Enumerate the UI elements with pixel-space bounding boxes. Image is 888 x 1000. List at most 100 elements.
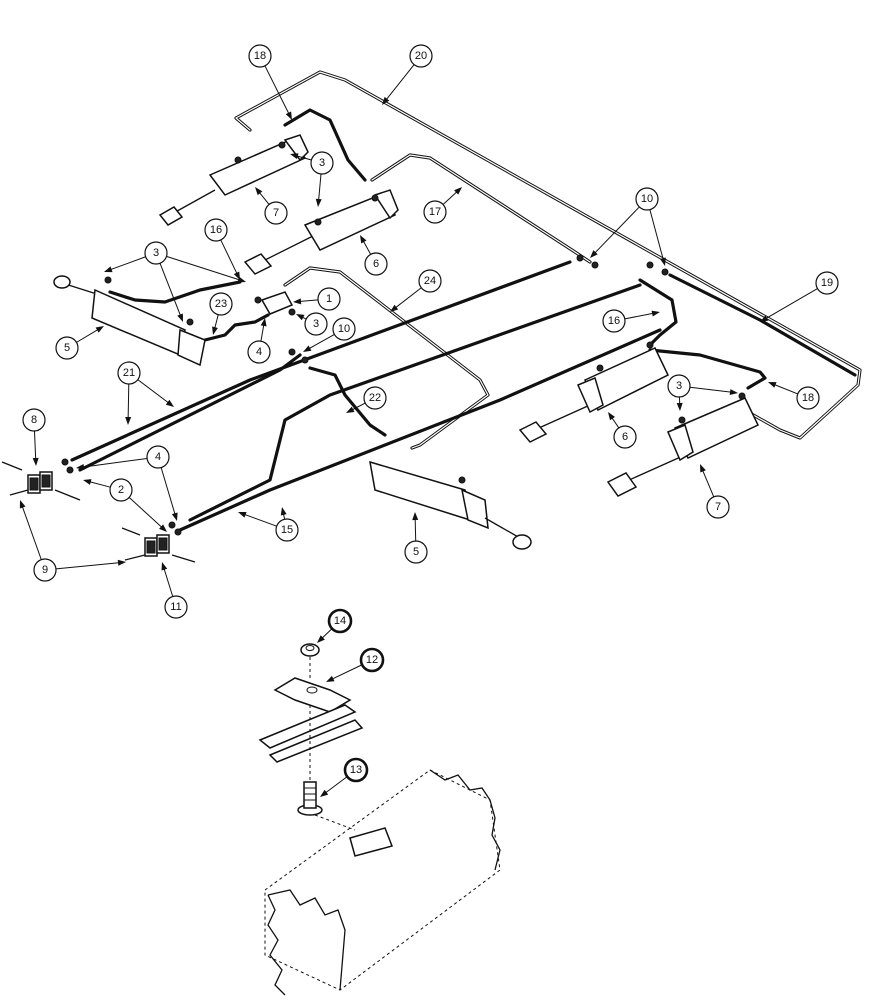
leader-arrowhead: [161, 562, 168, 571]
callout-circle: [343, 757, 369, 783]
hose-19: [668, 273, 857, 377]
callout-circle: [364, 252, 388, 276]
leader-arrowhead: [290, 153, 299, 160]
leader-line: [166, 255, 241, 281]
leader-arrowhead: [293, 298, 302, 305]
callout-circle: [409, 44, 433, 68]
leader-arrowhead: [32, 457, 39, 466]
leader-arrowhead: [660, 257, 666, 266]
leader-line: [385, 64, 415, 101]
callout-circle: [248, 44, 272, 68]
hose-21b: [78, 353, 302, 472]
leader-line: [331, 664, 363, 680]
leader-line: [414, 517, 417, 542]
leader-line: [764, 288, 818, 320]
callout-circle: [423, 200, 447, 224]
leader-line: [320, 628, 333, 640]
callout-23: 23: [209, 292, 233, 335]
cylinder-5-center: [369, 460, 532, 550]
callout-21: 21: [117, 361, 174, 425]
callout-10: 10: [590, 187, 666, 266]
leader-arrowhead: [454, 187, 462, 195]
leader-line: [76, 328, 100, 343]
callout-3: 3: [296, 312, 328, 336]
callout-label: 8: [31, 414, 37, 426]
callout-10: 10: [303, 317, 356, 352]
callout-label: 13: [350, 764, 362, 776]
callout-circle: [55, 336, 79, 360]
callout-label: 21: [123, 367, 135, 379]
callout-label: 18: [254, 50, 266, 62]
leader-arrowhead: [125, 416, 132, 425]
hoses: [70, 70, 862, 532]
callout-label: 24: [424, 275, 436, 287]
callout-label: 14: [334, 615, 346, 627]
callout-17: 17: [423, 187, 462, 224]
leader-arrowhead: [729, 389, 738, 396]
callout-label: 16: [608, 315, 620, 327]
callout-label: 5: [413, 546, 419, 558]
leader-arrowhead: [280, 507, 287, 516]
hose-21a: [70, 260, 572, 462]
callout-label: 16: [210, 224, 222, 236]
callout-16: 16: [602, 309, 660, 333]
leader-line: [137, 379, 170, 404]
callout-label: 3: [313, 318, 319, 330]
callout-14: 14: [317, 608, 353, 643]
callout-label: 1: [326, 293, 332, 305]
callout-label: 3: [319, 157, 325, 169]
leader-line: [689, 386, 733, 393]
leader-arrowhead: [177, 313, 183, 322]
leader-arrowhead: [165, 399, 174, 407]
leader-line: [159, 263, 182, 317]
callout-circle: [117, 361, 141, 385]
callout-15: 15: [238, 507, 299, 542]
callout-11: 11: [161, 562, 188, 619]
hose-24: [283, 266, 490, 450]
leader-arrowhead: [326, 675, 335, 682]
leader-line: [773, 383, 798, 395]
callout-4: 4: [76, 445, 178, 521]
leader-line: [220, 239, 238, 275]
hose-15b: [178, 328, 662, 532]
callout-circle: [635, 187, 659, 211]
cylinder-7-lower: [606, 392, 760, 497]
leader-line: [307, 333, 335, 350]
hose-15a: [188, 283, 642, 522]
leader-arrowhead: [95, 326, 104, 333]
callout-label: 12: [366, 654, 378, 666]
hose-16-left: [108, 280, 242, 304]
callout-9: 9: [19, 500, 126, 582]
callout-19: 19: [760, 271, 839, 322]
callout-label: 17: [429, 206, 441, 218]
callout-circle: [33, 558, 57, 582]
callout-label: 9: [42, 564, 48, 576]
callout-circle: [204, 218, 228, 242]
leader-arrowhead: [159, 524, 167, 532]
leader-arrowhead: [171, 512, 178, 521]
leader-arrowhead: [255, 187, 263, 196]
callout-label: 5: [64, 342, 70, 354]
leader-line: [260, 323, 265, 342]
leader-arrowhead: [212, 326, 218, 335]
cylinder-5-left: [53, 275, 206, 367]
callout-22: 22: [346, 386, 387, 413]
callout-6: 6: [360, 235, 388, 276]
leader-arrowhead: [346, 406, 355, 413]
leader-arrowhead: [104, 266, 113, 273]
leader-line: [128, 497, 163, 529]
leader-line: [55, 562, 121, 570]
leader-line: [593, 206, 640, 255]
hose-18-upper: [283, 108, 367, 182]
callout-circle: [796, 386, 820, 410]
callout-label: 3: [676, 380, 682, 392]
leader-arrowhead: [760, 315, 769, 322]
leader-line: [298, 299, 319, 303]
callout-circle: [404, 540, 428, 564]
leader-arrowhead: [233, 271, 240, 280]
leader-arrowhead: [83, 479, 92, 485]
leader-line: [701, 469, 715, 498]
leader-line: [163, 567, 174, 597]
coupler-group-lower: [121, 521, 196, 563]
coupler-group-upper: [1, 458, 81, 501]
